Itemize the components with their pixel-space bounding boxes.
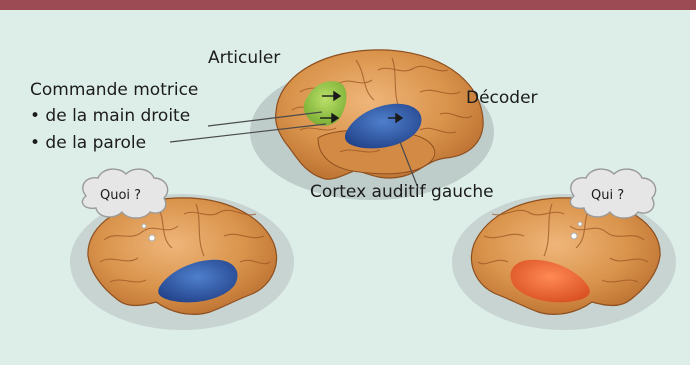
label-decoder: Décoder [466,88,538,108]
label-commande-motrice: Commande motrice [30,80,198,100]
label-cortex-auditif: Cortex auditif gauche [310,182,494,202]
bubble-dot [578,222,582,226]
label-parole: • de la parole [30,133,146,153]
bubble-dot [149,235,155,241]
bubble-dot [142,224,146,228]
label-articuler: Articuler [208,48,280,68]
right-brain [452,194,676,330]
top-brain [170,50,494,200]
label-quoi: Quoi ? [100,188,141,203]
label-qui: Qui ? [591,188,624,203]
label-main-droite: • de la main droite [30,106,190,126]
bubble-dot [571,233,577,239]
